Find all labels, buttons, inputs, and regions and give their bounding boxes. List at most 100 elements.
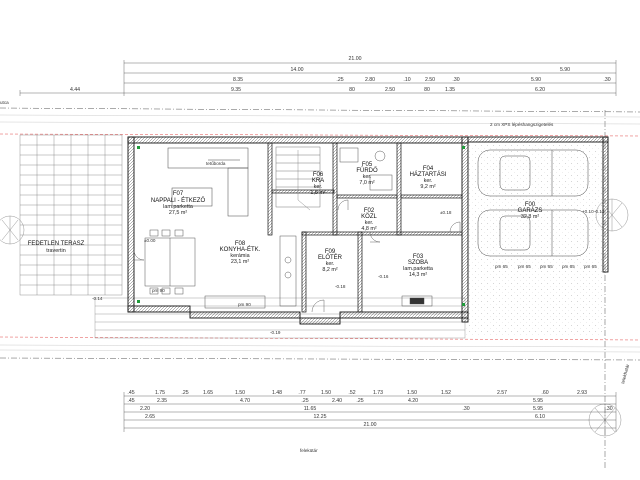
room-area: 1,8 m² <box>310 190 325 196</box>
insulation-note: 2 cm XPS lépéshangszigetelés <box>490 122 554 127</box>
level-mark: ±0.00 <box>144 238 156 243</box>
room-floor: ker. <box>314 184 323 190</box>
level-mark: +0.10 <box>582 209 594 214</box>
room-code: F00 <box>525 202 536 208</box>
bedroom-desk <box>401 295 433 307</box>
bottom-dim-r1-2: .25 <box>181 390 188 396</box>
terrace-floor: travertin <box>46 248 65 254</box>
level-mark: -0.12 <box>594 209 605 214</box>
room-area: 7,0 m² <box>359 180 374 186</box>
terrace-grid <box>19 134 123 296</box>
bottom-total-dim: 21.00 <box>364 422 377 428</box>
level-mark: ±0.18 <box>440 210 452 215</box>
room-label-f04: F04 HÁZTARTÁSI ker. 9,2 m² <box>410 166 447 190</box>
room-area: 8,2 m² <box>322 267 337 273</box>
side-boundary-label: telekhatár <box>620 363 630 384</box>
bottom-dims-row3: 2.20 11.65 .30 5.95 .30 <box>140 406 613 412</box>
room-code: F06 <box>313 172 324 178</box>
garage-cars <box>477 149 589 257</box>
bottom-dim-r2-1: 2.35 <box>157 398 167 404</box>
sofa <box>167 147 249 217</box>
terrace-name: FEDETLEN TERASZ <box>28 241 85 247</box>
room-code: F03 <box>413 254 424 260</box>
room-code: F09 <box>325 249 336 255</box>
top-dim-r3-5: 1.35 <box>445 87 455 93</box>
room-label-f08: F08 KONYHA-ÉTK. kerámia 23,1 m² <box>220 241 261 265</box>
room-name: KONYHA-ÉTK. <box>220 246 261 253</box>
opening-label: pm 65 <box>540 264 553 269</box>
bottom-dim-r4-0: 2.65 <box>145 414 155 420</box>
bottom-dim-r3-4: .30 <box>605 406 612 412</box>
top-dim-b: 5.90 <box>560 67 570 73</box>
bottom-dim-r3-2: .30 <box>462 406 469 412</box>
bottom-dim-r1-12: 2.57 <box>497 390 507 396</box>
bottom-dim-r1-4: 1.50 <box>235 390 245 396</box>
room-code: F05 <box>362 162 373 168</box>
bottom-dim-r1-5: 1.48 <box>272 390 282 396</box>
bathroom-fixtures <box>339 147 393 191</box>
room-label-f02: F02 KÖZL ker. 4,8 m² <box>361 208 377 232</box>
opening-label: pm 65 <box>562 264 575 269</box>
opening-label: pm 65 <box>495 264 508 269</box>
room-name: GARÁZS <box>518 207 543 214</box>
top-dim-r3-4: 80 <box>424 87 430 93</box>
room-name: SZOBA <box>408 260 428 266</box>
bottom-dim-r1-13: .60 <box>541 390 548 396</box>
bottom-dims-row4: 2.65 12.25 6.10 <box>145 414 545 420</box>
bottom-dim-r2-7: 5.95 <box>533 398 543 404</box>
opening-label: pm 65 <box>584 264 597 269</box>
grid-marks <box>137 146 465 306</box>
top-dim-r2-4: 2.50 <box>425 77 435 83</box>
room-name: KÖZL <box>361 213 377 220</box>
bottom-dims-row1: .45 1.75 .25 1.65 1.50 1.48 .77 1.50 .52… <box>127 390 587 396</box>
bottom-dim-r3-0: 2.20 <box>140 406 150 412</box>
room-label-f05: F05 FÜRDŐ ker. 7,0 m² <box>356 162 378 186</box>
room-area: 9,2 m² <box>420 184 435 190</box>
bottom-dim-r1-1: 1.75 <box>155 390 165 396</box>
bottom-dim-r1-6: .77 <box>298 390 305 396</box>
room-code: F02 <box>364 208 375 214</box>
room-floor: lam.parketta <box>403 266 433 272</box>
opening-label: pm 65 <box>518 264 531 269</box>
room-floor: ker. <box>424 178 433 184</box>
bottom-dim-r2-3: .25 <box>301 398 308 404</box>
top-dim-r2-0: 8.35 <box>233 77 243 83</box>
bottom-dim-r2-6: 4.20 <box>408 398 418 404</box>
top-dim-r2-3: .10 <box>403 77 410 83</box>
top-dim-r3-3: 2.50 <box>385 87 395 93</box>
bottom-dim-r1-0: .45 <box>127 390 134 396</box>
top-dim-r3-0: 4.44 <box>70 87 80 93</box>
top-dim-r3-1: 9.35 <box>231 87 241 93</box>
room-label-f06: F06 KRA ker. 1,8 m² <box>310 172 325 196</box>
kitchen-counter-note: tetűborda <box>206 161 226 166</box>
ground-hatch <box>0 114 640 353</box>
room-code: F08 <box>235 241 246 247</box>
room-name: HÁZTARTÁSI <box>410 171 447 178</box>
setback-lines <box>0 133 640 341</box>
room-label-f03: F03 SZOBA lam.parketta 14,3 m² <box>403 254 433 278</box>
bottom-dim-r2-2: 4.70 <box>240 398 250 404</box>
driveway <box>465 135 605 335</box>
level-mark: -0.14 <box>92 296 103 301</box>
bottom-dim-r1-9: 1.73 <box>373 390 383 396</box>
bottom-dims-row2: .45 2.35 4.70 .25 2.40 .25 4.20 5.95 <box>127 398 543 404</box>
door-swings <box>133 199 461 313</box>
room-area: 27,5 m² <box>169 210 187 216</box>
top-dim-r2-1: .25 <box>336 77 343 83</box>
room-name: KRA <box>312 178 324 184</box>
room-area: 23,1 m² <box>231 259 249 265</box>
top-dim-r3-2: 80 <box>349 87 355 93</box>
bottom-dim-r3-1: 11.65 <box>304 406 317 412</box>
bottom-dim-r1-14: 2.93 <box>577 390 587 396</box>
level-mark: -0.16 <box>378 274 389 279</box>
room-floor: ker. <box>363 174 372 180</box>
exterior-walls <box>127 136 469 325</box>
room-label-f09: F09 ELŐTÉR ker. 8,2 m² <box>318 249 343 273</box>
opening-label: pm 90 <box>152 288 165 293</box>
bottom-dim-r2-0: .45 <box>127 398 134 404</box>
room-label-f00: F00 GARÁZS 32,8 m² <box>518 202 543 220</box>
room-floor: ker. <box>326 261 335 267</box>
bottom-dim-r3-3: 5.95 <box>533 406 543 412</box>
interior-walls <box>267 142 463 313</box>
bottom-dim-r1-3: 1.65 <box>203 390 213 396</box>
